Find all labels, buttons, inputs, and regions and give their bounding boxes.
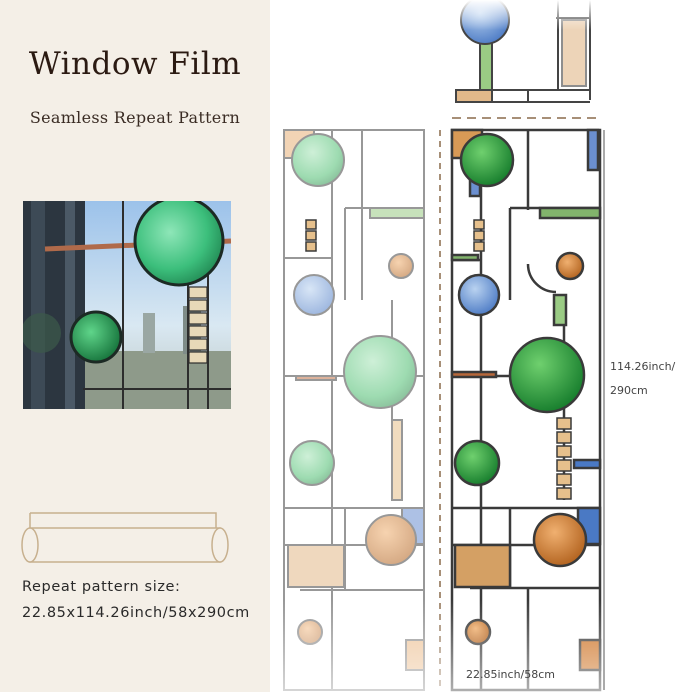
height-dimension-label-cm: 290cm: [610, 384, 648, 397]
repeat-size-label: Repeat pattern size:: [22, 579, 181, 595]
film-roll-icon: [21, 512, 229, 563]
height-dimension-label: 114.26inch/: [610, 360, 676, 373]
ladder-squares: [305, 219, 572, 500]
product-subtitle: Seamless Repeat Pattern: [29, 108, 241, 127]
pattern-illustration: [270, 0, 679, 692]
width-dimension-label: 22.85inch/58cm: [466, 668, 556, 681]
pattern-repeat-top: [270, 0, 679, 103]
pattern-panel-main: [450, 128, 602, 692]
window-photo: [23, 201, 231, 409]
repeat-size-value: 22.85x114.26inch/58x290cm: [22, 605, 250, 621]
product-title: Window Film: [28, 46, 242, 82]
